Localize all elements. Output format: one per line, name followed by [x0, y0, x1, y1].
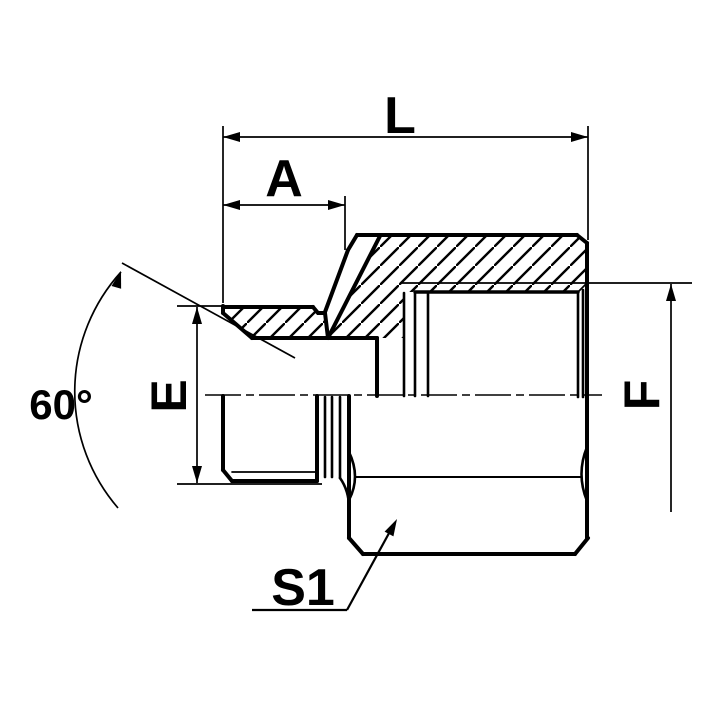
- arrowhead: [192, 307, 202, 324]
- hatch-hex-wall: [328, 235, 587, 338]
- hatch-male-wall: [223, 308, 328, 338]
- arrowhead: [111, 271, 122, 289]
- arrowhead: [223, 132, 240, 142]
- leader-line: [346, 523, 395, 611]
- dim-L-label: L: [384, 87, 416, 145]
- dimension-F: [400, 282, 692, 512]
- section-hatching: [223, 235, 587, 338]
- s1-leader: [252, 523, 395, 612]
- arrowhead: [666, 284, 676, 301]
- arrowhead: [571, 132, 588, 142]
- fitting-internal-lines: [402, 282, 588, 399]
- arrowhead: [328, 200, 345, 210]
- angle-label-60: 60°: [29, 381, 93, 428]
- arrowhead: [384, 519, 397, 537]
- dimension-L: [222, 126, 589, 303]
- chamfer-extension-line: [121, 262, 296, 359]
- angle-arc: [73, 271, 122, 509]
- angle-dimension-60: [73, 262, 296, 509]
- hex-label-S1: S1: [271, 559, 335, 617]
- arrowhead: [192, 466, 202, 483]
- dim-F-label: F: [614, 380, 670, 411]
- dim-A-label: A: [265, 150, 303, 208]
- arrowhead: [223, 200, 240, 210]
- fitting-outline-lower: [221, 394, 590, 556]
- dimension-E: [177, 305, 322, 485]
- fitting-detail-lower: [231, 395, 589, 514]
- dim-E-label: E: [141, 379, 197, 412]
